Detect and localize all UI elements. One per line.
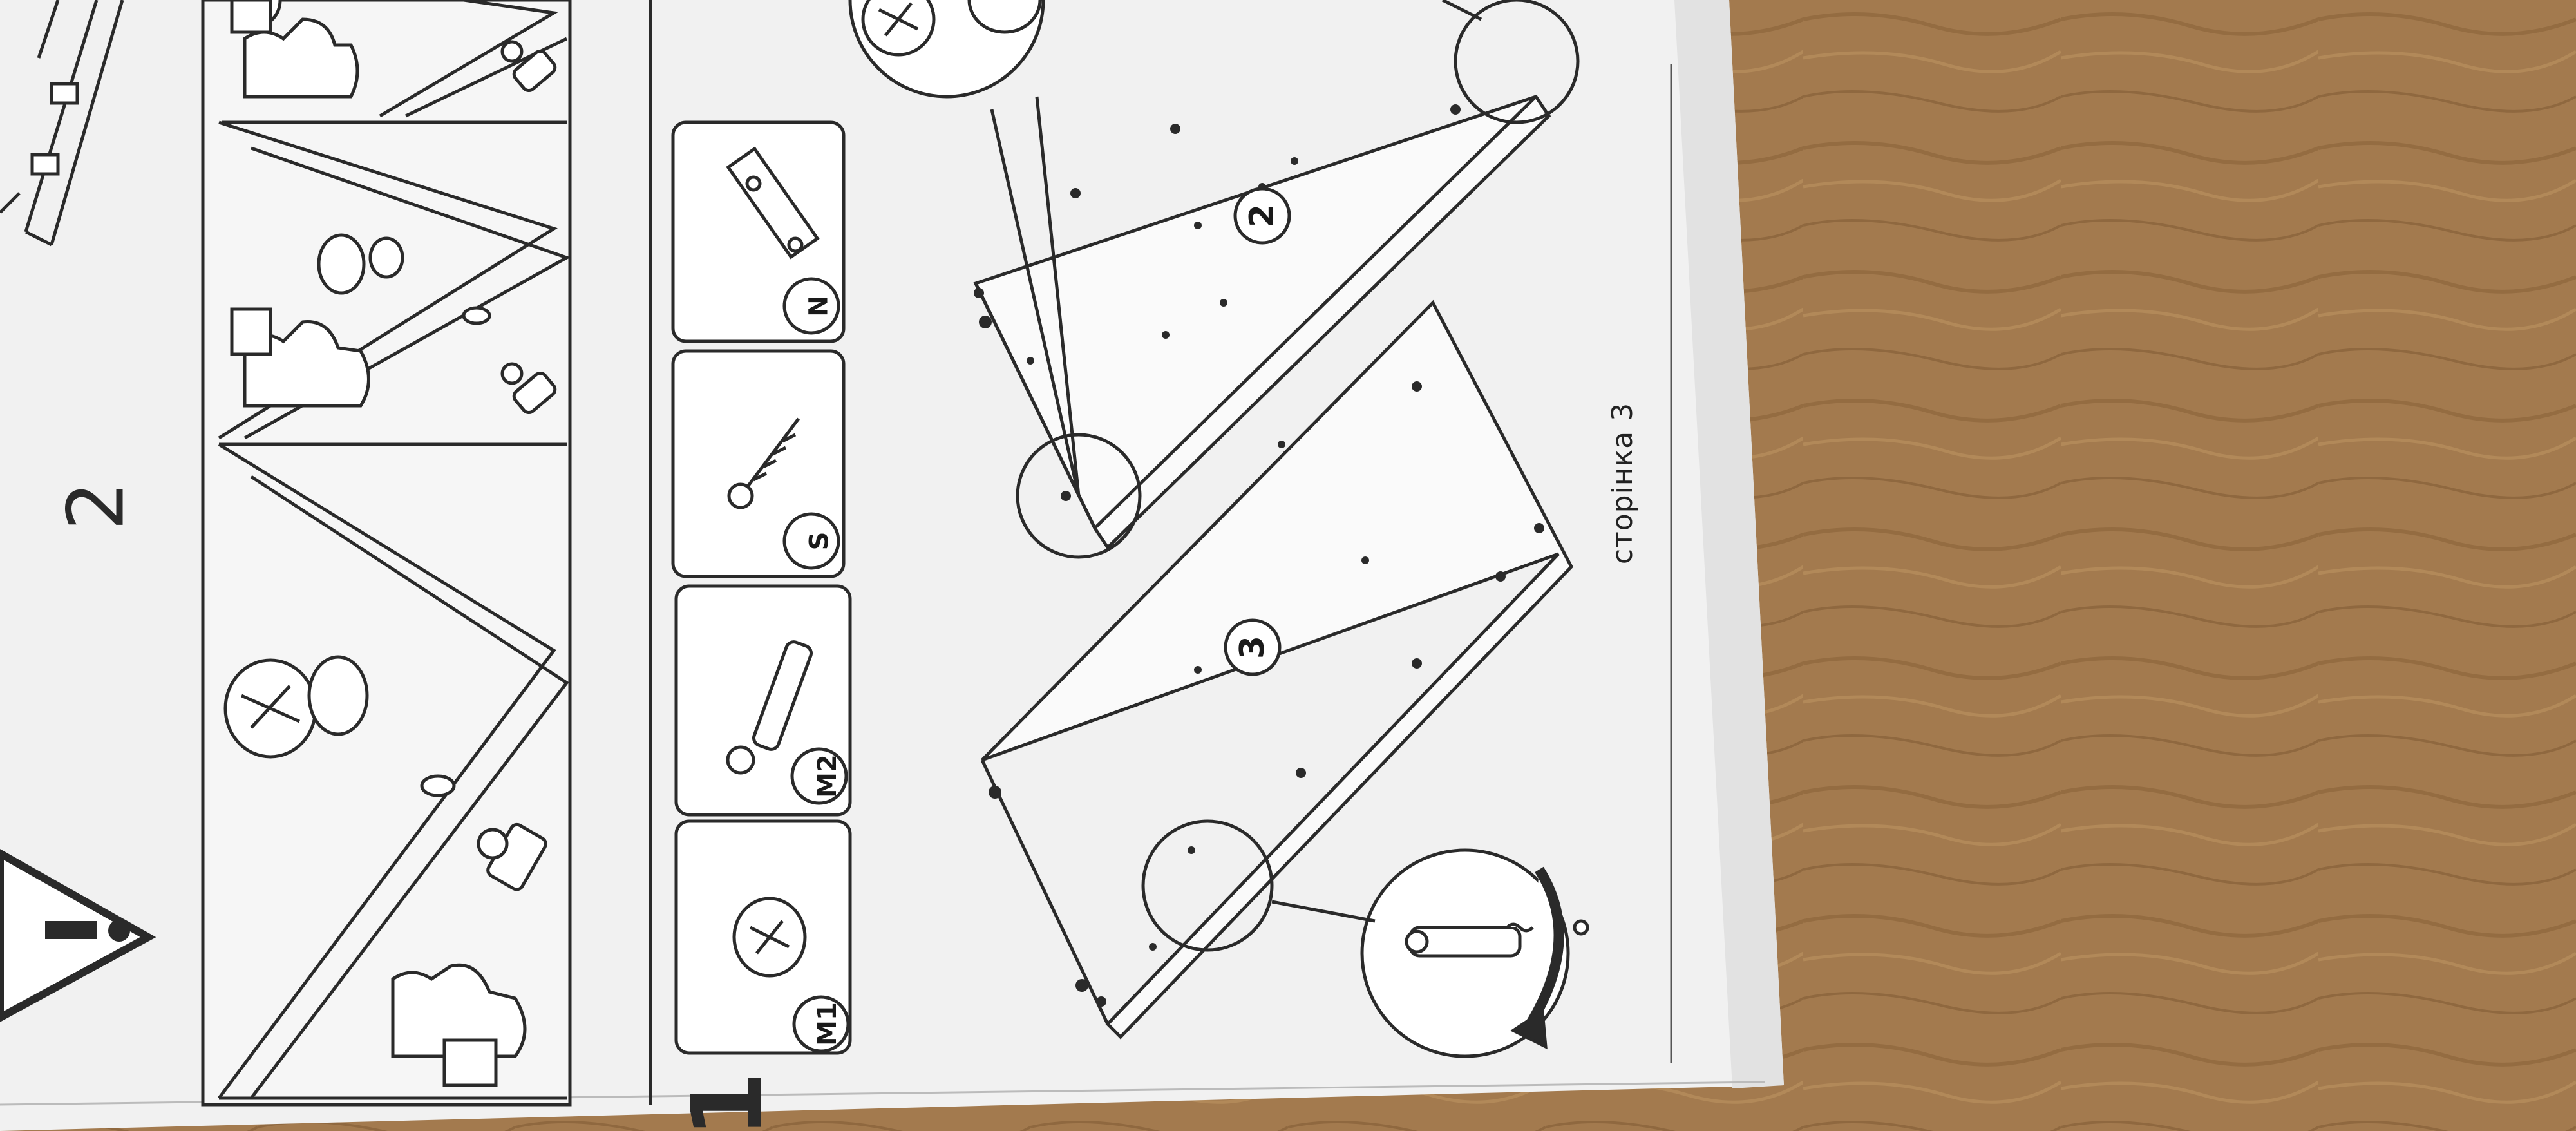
panel-holes [974,104,1544,1007]
thumb-up-hand-icon [230,0,527,1087]
cam-lock-callout-detail [861,0,1042,57]
part-code-m2: M2 [812,754,842,798]
panel-3-illustration [980,299,1574,1040]
drawer-rail-illustration [0,0,124,247]
part-code-m1: M1 [812,1002,842,1046]
panel-2-illustration [973,95,1551,550]
page-label: сторінка 3 [1606,402,1640,564]
part-code-s: S [804,531,834,551]
step-number-1: 1 [672,1070,784,1131]
dowel-insert-detail [1405,866,1589,1050]
part-code-n: N [804,295,834,317]
dowel-icon [420,40,557,891]
warning-triangle-icon [0,849,156,1022]
cam-lock-detail-frame [201,0,572,1107]
step-number-2: 2 [52,480,142,531]
part-icons [726,146,850,1053]
panel-number-2: 2 [1243,204,1282,228]
panel-number-3: 3 [1233,635,1272,660]
panel-number-circles [1224,187,1291,676]
cam-lock-icon [223,0,404,759]
